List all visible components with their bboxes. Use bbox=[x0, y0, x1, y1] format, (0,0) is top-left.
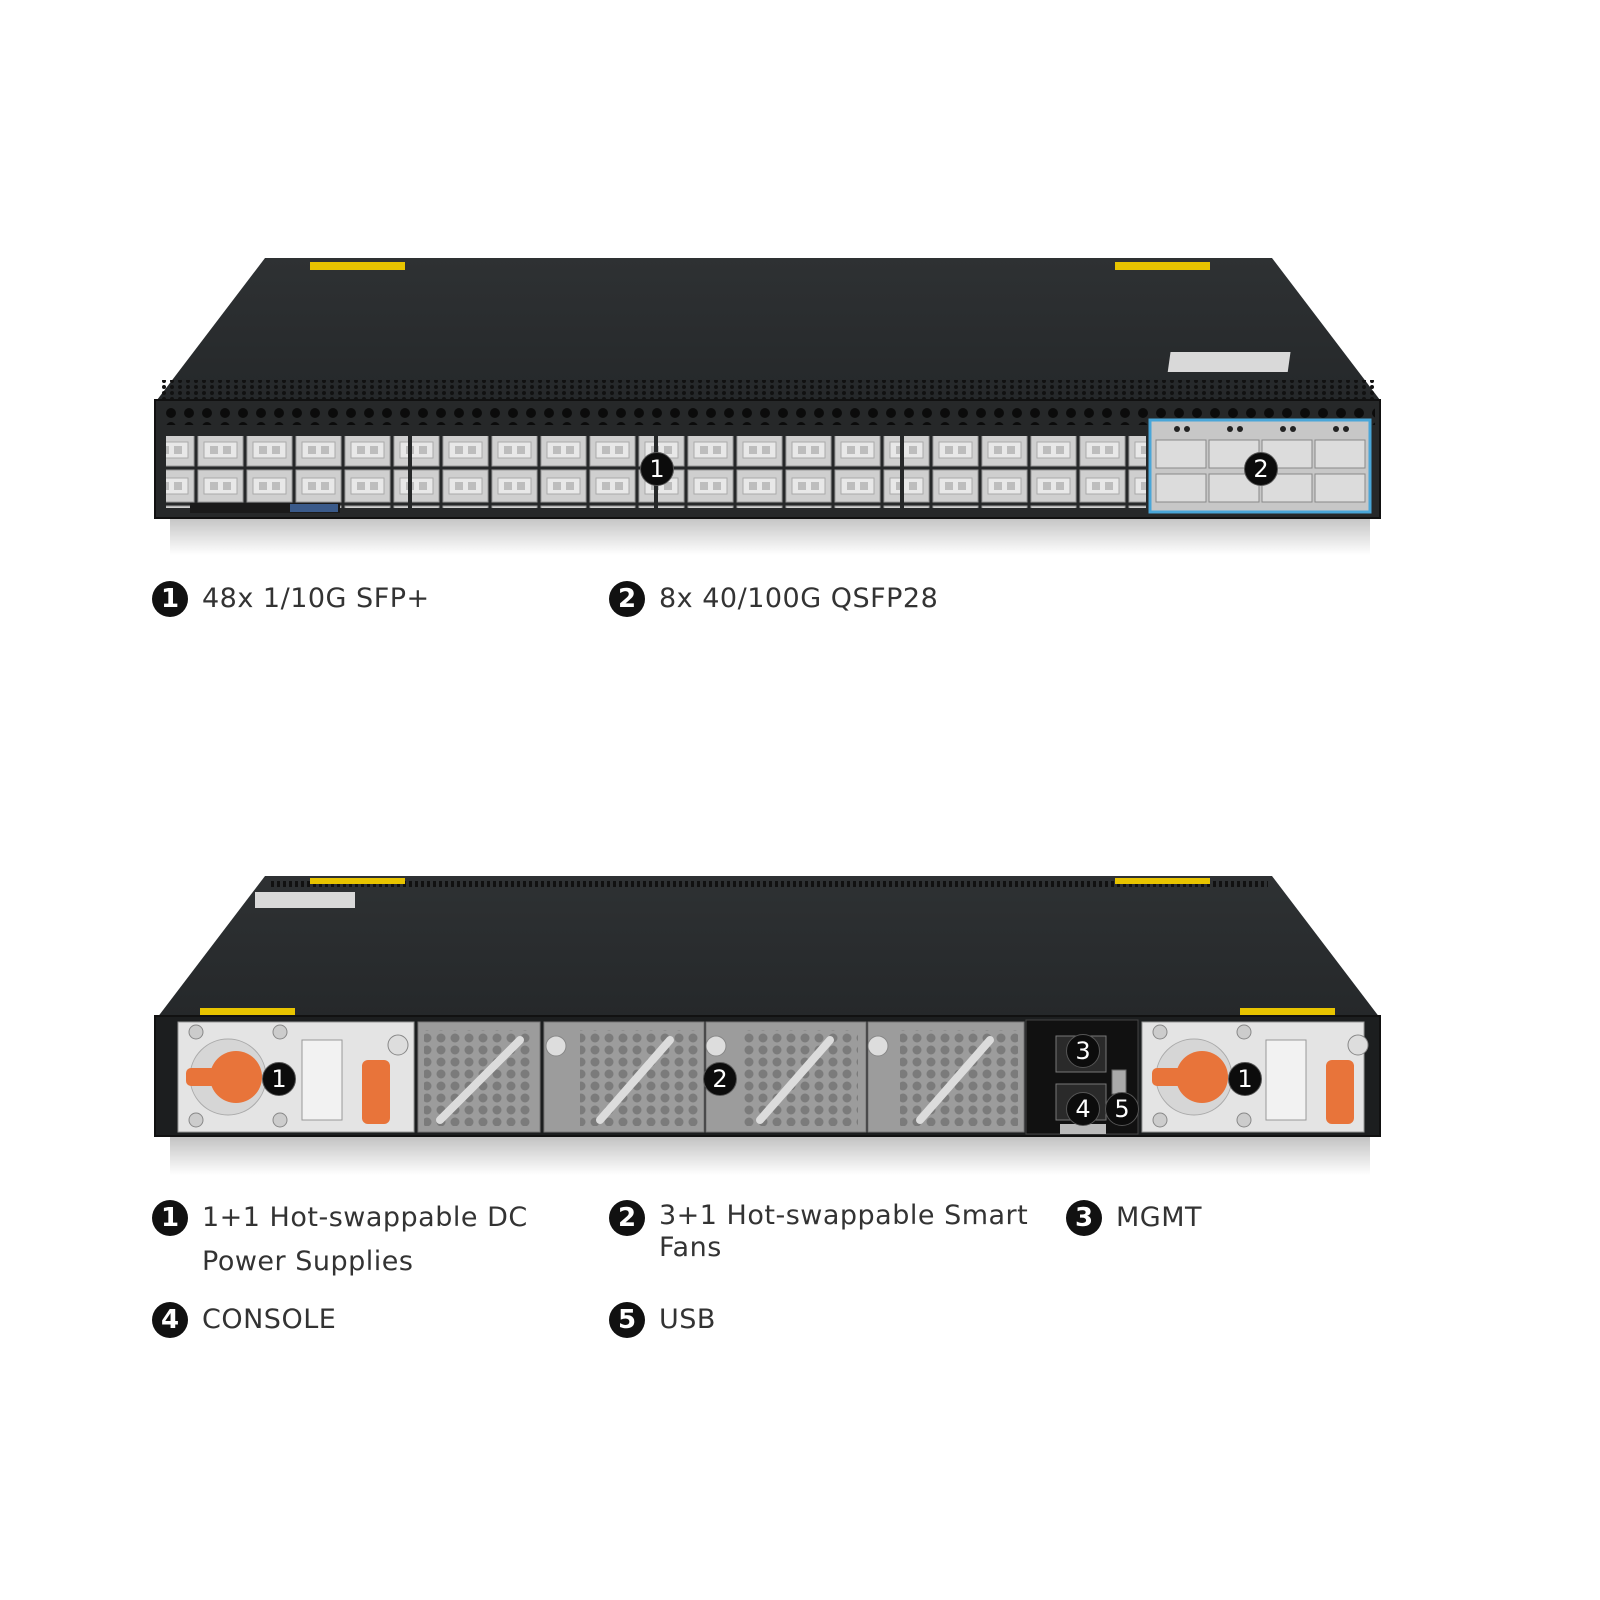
rear-legend-item-4: 4 CONSOLE bbox=[152, 1302, 336, 1342]
sfp-port-group-2 bbox=[412, 436, 654, 508]
warning-label bbox=[200, 1008, 295, 1016]
front-vents bbox=[160, 405, 1150, 425]
model-badge bbox=[290, 504, 338, 512]
legend-label: CONSOLE bbox=[202, 1304, 337, 1335]
front-legend-item-1: 1 48x 1/10G SFP+ bbox=[152, 581, 430, 621]
legend-number-badge: 4 bbox=[152, 1302, 188, 1338]
rear-panel bbox=[154, 1015, 1381, 1137]
legend-label: 8x 40/100G QSFP28 bbox=[659, 583, 939, 614]
legend-number-badge: 3 bbox=[1066, 1200, 1102, 1236]
rear-top-surface bbox=[157, 876, 1380, 1018]
rear-callout-4: 4 bbox=[1066, 1092, 1100, 1126]
qsfp28-leds bbox=[1174, 426, 1349, 432]
rear-legend-item-2: 2 3+1 Hot-swappable Smart Fans bbox=[609, 1200, 1028, 1264]
model-label-strip bbox=[190, 503, 340, 513]
sfp-port-group-4 bbox=[904, 436, 1146, 508]
rear-callout-5: 5 bbox=[1105, 1092, 1139, 1126]
rear-top-vent bbox=[268, 880, 1268, 888]
warning-label bbox=[310, 878, 405, 884]
rear-callout-1-left: 1 bbox=[262, 1062, 296, 1096]
psu-left bbox=[177, 1021, 415, 1133]
rear-sticker bbox=[255, 892, 355, 908]
legend-label-line: Fans bbox=[659, 1232, 722, 1263]
legend-label: USB bbox=[659, 1304, 716, 1335]
rear-callout-3: 3 bbox=[1066, 1034, 1100, 1068]
front-shadow bbox=[170, 515, 1370, 555]
front-legend-item-2: 2 8x 40/100G QSFP28 bbox=[609, 581, 938, 621]
rear-legend-item-1: 1 1+1 Hot-swappable DC Power Supplies bbox=[152, 1200, 528, 1284]
legend-number-badge: 1 bbox=[152, 1200, 188, 1236]
legend-label: MGMT bbox=[1116, 1202, 1203, 1233]
legend-label: 3+1 Hot-swappable Smart Fans bbox=[659, 1200, 1028, 1264]
legend-label-line: Power Supplies bbox=[202, 1246, 414, 1277]
legend-label: 1+1 Hot-swappable DC Power Supplies bbox=[202, 1196, 528, 1284]
rear-legend-item-5: 5 USB bbox=[609, 1302, 716, 1342]
front-view-switch bbox=[154, 258, 1381, 555]
rear-legend-item-3: 3 MGMT bbox=[1066, 1200, 1202, 1240]
spec-sticker bbox=[1167, 352, 1291, 372]
front-top-surface bbox=[157, 258, 1380, 400]
legend-number-badge: 2 bbox=[609, 581, 645, 617]
front-callout-1: 1 bbox=[640, 452, 674, 486]
front-callout-2: 2 bbox=[1244, 452, 1278, 486]
warning-label bbox=[1240, 1008, 1335, 1016]
warning-label bbox=[1115, 262, 1210, 270]
rear-callout-1-right: 1 bbox=[1228, 1062, 1262, 1096]
rear-callout-2: 2 bbox=[703, 1062, 737, 1096]
warning-label bbox=[310, 262, 405, 270]
sfp-port-group-1 bbox=[166, 436, 408, 508]
legend-number-badge: 1 bbox=[152, 581, 188, 617]
warning-label bbox=[1115, 878, 1210, 884]
legend-number-badge: 5 bbox=[609, 1302, 645, 1338]
legend-label-line: 3+1 Hot-swappable Smart bbox=[659, 1200, 1029, 1231]
top-vent-strip bbox=[160, 380, 1378, 402]
rear-shadow bbox=[170, 1135, 1370, 1175]
sfp-port-group-3 bbox=[658, 436, 900, 508]
legend-label: 48x 1/10G SFP+ bbox=[202, 583, 430, 614]
legend-label-line: 1+1 Hot-swappable DC bbox=[202, 1202, 528, 1233]
legend-number-badge: 2 bbox=[609, 1200, 645, 1236]
